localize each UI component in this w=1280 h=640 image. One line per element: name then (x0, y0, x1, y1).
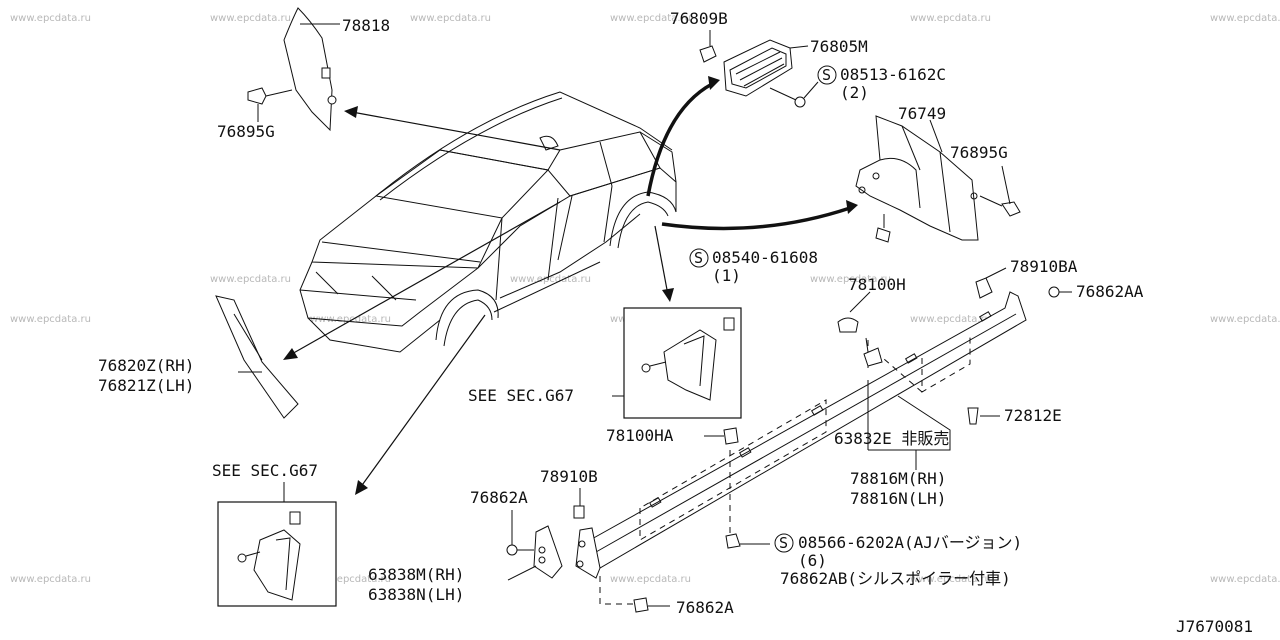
watermark: www.epcdata.ru (210, 274, 291, 285)
watermark: www.epcdata.ru (10, 574, 91, 585)
label-78100h: 78100H (848, 275, 906, 294)
watermark: www.epcdata.ru (410, 13, 491, 24)
screw-symbol-icon (689, 248, 709, 268)
see-sec-g67-left (217, 482, 337, 607)
watermark: www.epcdata.ru (210, 13, 291, 24)
arrow-to-76749 (661, 206, 851, 231)
arrow-head (846, 200, 858, 214)
watermark: www.epcdata.ru (810, 274, 891, 285)
arrow-to-front-mudguard (359, 314, 486, 489)
watermark: www.epcdata.ru (1210, 574, 1280, 585)
label-76862ab: 76862AB(シルスポイラー付車) (780, 569, 1011, 588)
screw-symbol-icon (817, 65, 837, 85)
watermark: www.epcdata.ru (510, 274, 591, 285)
label-78910b: 78910B (540, 467, 598, 486)
arrow-head (283, 348, 298, 360)
watermark: www.epcdata.ru (10, 13, 91, 24)
label-76862aa: 76862AA (1076, 282, 1144, 301)
watermark: www.epcdata.ru (310, 314, 391, 325)
label-08566-qty: (6) (798, 551, 827, 570)
label-78816m: 78816M(RH) (850, 469, 946, 488)
screw-symbol: S (779, 534, 788, 552)
label-63838m: 63838M(RH) (368, 565, 464, 584)
label-08540-qty: (1) (712, 266, 741, 285)
label-76805m: 76805M (810, 37, 868, 56)
label-see-g67-left: SEE SEC.G67 (212, 461, 318, 480)
watermark: www.epcdata.ru (910, 13, 991, 24)
label-76820z: 76820Z(RH) (98, 356, 194, 375)
watermark: www.epcdata.ru (1210, 13, 1280, 24)
sill-clips (506, 267, 1072, 613)
label-63832e: 63832E 非販売 (834, 429, 949, 448)
label-78100ha: 78100HA (606, 426, 674, 445)
label-08513-qty: (2) (840, 83, 869, 102)
car-body (299, 91, 677, 353)
arrow-to-76805m (646, 82, 713, 197)
label-78818: 78818 (342, 16, 390, 35)
arrow-to-76820z (289, 201, 561, 356)
label-76821z: 76821Z(LH) (98, 376, 194, 395)
arrow-head (708, 76, 720, 90)
label-76895g-left: 76895G (217, 122, 275, 141)
arrow-head (344, 106, 358, 118)
label-63838n: 63838N(LH) (368, 585, 464, 604)
screw-symbol: S (822, 66, 831, 84)
watermark: www.epcdata.ru (610, 13, 691, 24)
diagram-code: J7670081 (1176, 617, 1253, 636)
screw-symbol: S (694, 249, 703, 267)
watermark: www.epcdata.ru (10, 314, 91, 325)
label-72812e: 72812E (1004, 406, 1062, 425)
label-08566: 08566-6202A(AJバージョン) (798, 533, 1022, 552)
label-76809b: 76809B (670, 9, 728, 28)
arrow-head (662, 288, 674, 302)
label-08540: 08540-61608 (712, 248, 818, 267)
arrow-head (355, 480, 368, 495)
watermark: www.epcdata.ru (310, 574, 391, 585)
watermark: www.epcdata.ru (1210, 314, 1280, 325)
watermarks: www.epcdata.ru www.epcdata.ru www.epcdat… (10, 13, 1280, 585)
label-see-g67-right: SEE SEC.G67 (468, 386, 574, 405)
watermark: www.epcdata.ru (910, 314, 991, 325)
see-sec-g67-right (612, 307, 742, 419)
label-76749: 76749 (898, 104, 946, 123)
watermark: www.epcdata.ru (910, 574, 991, 585)
part-76805m-vent (699, 30, 819, 108)
part-78818-shield (247, 7, 340, 132)
part-78816m-sill-spoiler (533, 291, 1027, 605)
assembly-arrows (283, 76, 858, 495)
arrow-to-78818 (351, 111, 561, 151)
label-78816n: 78816N(LH) (850, 489, 946, 508)
label-76895g-right: 76895G (950, 143, 1008, 162)
label-08513: 08513-6162C (840, 65, 946, 84)
screw-symbol-icon (774, 533, 794, 553)
label-76862a-top: 76862A (470, 488, 528, 507)
label-78910ba: 78910BA (1010, 257, 1078, 276)
label-76862a-bottom: 76862A (676, 598, 734, 617)
watermark: www.epcdata.ru (610, 574, 691, 585)
arrow-to-rear-mudguard (654, 225, 669, 296)
part-76820z-pillar (215, 295, 299, 419)
part-76749-liner (855, 115, 1021, 243)
